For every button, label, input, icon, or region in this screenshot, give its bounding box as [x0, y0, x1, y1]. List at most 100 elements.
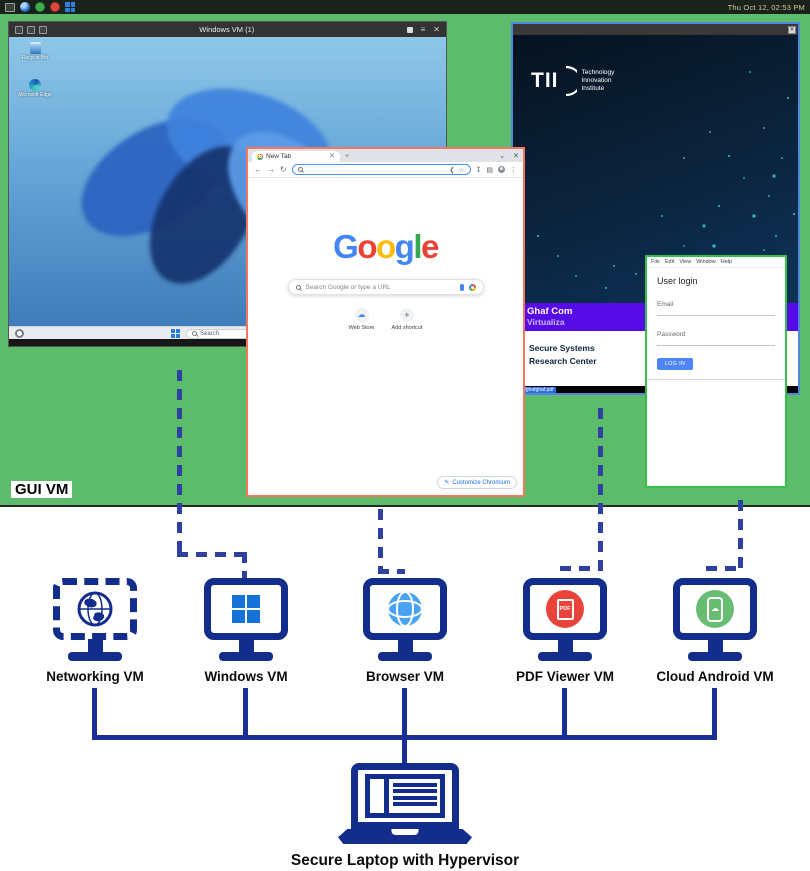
- vm-label: Cloud Android VM: [656, 669, 774, 684]
- org-line1: Secure Systems: [529, 343, 595, 353]
- bus-line-laptop: [402, 735, 407, 765]
- vm-node-windows: Windows VM: [176, 578, 316, 684]
- google-search-input[interactable]: Search Google or type a URL: [287, 279, 484, 295]
- address-bar[interactable]: ❮ ☆: [291, 164, 471, 175]
- password-label: Password: [657, 331, 686, 338]
- pdf-monitor-icon: PDF: [523, 578, 607, 640]
- start-button-icon[interactable]: [171, 329, 180, 338]
- windows-vm-toolbar-icons: [15, 25, 47, 34]
- bus-line-networking: [92, 688, 97, 737]
- tii-logo-arc: [565, 65, 577, 97]
- customize-chromium-button[interactable]: ✎ Customize Chromium: [437, 476, 517, 489]
- voice-search-icon[interactable]: [459, 283, 464, 291]
- shortcut-web-store[interactable]: ☁ Web Store: [349, 308, 375, 331]
- recycle-bin-label: Recycle Bin: [21, 55, 49, 61]
- vm-node-android: ☁ Cloud Android VM: [645, 578, 785, 684]
- edge-shortcut[interactable]: Microsoft Edge: [13, 79, 57, 98]
- side-panel-icon[interactable]: ▤: [486, 166, 493, 174]
- vm-display-icon[interactable]: [15, 25, 23, 34]
- hypervisor-laptop: Secure Laptop with Hypervisor: [285, 763, 525, 870]
- particles-decoration: [513, 35, 515, 37]
- google-lens-icon[interactable]: [468, 283, 476, 291]
- bus-line-windows: [243, 688, 248, 737]
- laptop-label: Secure Laptop with Hypervisor: [290, 852, 520, 869]
- vm-label: Networking VM: [46, 669, 144, 684]
- search-icon: [297, 167, 303, 172]
- google-letter: l: [413, 228, 422, 265]
- vm-node-browser: Browser VM: [335, 578, 475, 684]
- connector-pdfvm-dashed-h: [560, 566, 603, 571]
- menu-edit[interactable]: Edit: [664, 259, 675, 265]
- windows-vm-titlebar[interactable]: Windows VM (1) ≡ ✕: [9, 22, 446, 37]
- browser-toolbar: ← → ↻ ❮ ☆ ↧ ▤ ⋮: [248, 162, 523, 178]
- taskbar-edge-icon[interactable]: [15, 329, 24, 338]
- recycle-bin-icon: [29, 42, 41, 54]
- tab-title: New Tab: [266, 153, 292, 160]
- org-line2: Research Center: [529, 355, 597, 366]
- customize-label: Customize Chromium: [452, 479, 510, 486]
- pencil-icon: ✎: [444, 480, 450, 486]
- login-divider: [647, 379, 785, 380]
- menu-view[interactable]: View: [679, 259, 692, 265]
- bookmark-star-icon[interactable]: ☆: [458, 166, 465, 174]
- connector-windowsvm-dashed-v: [177, 370, 182, 555]
- laptop-icon: [351, 763, 459, 829]
- vm-keyboard-icon[interactable]: [27, 25, 35, 34]
- windows-vm-letterbox: [9, 339, 446, 346]
- reload-icon[interactable]: ↻: [280, 164, 287, 174]
- edge-label: Microsoft Edge: [18, 92, 52, 98]
- phone-icon: ☁: [707, 596, 723, 622]
- new-tab-icon[interactable]: +: [345, 153, 350, 160]
- back-icon[interactable]: ←: [254, 164, 262, 174]
- tii-caption-line1: Technology: [581, 69, 615, 77]
- google-letter: G: [333, 228, 359, 265]
- menu-window[interactable]: Window: [696, 259, 716, 265]
- chromium-favicon-icon: [257, 153, 263, 160]
- tii-logo-text: TII: [531, 69, 559, 92]
- tii-caption-line3: Institute: [581, 84, 605, 92]
- chromium-icon[interactable]: [20, 2, 30, 12]
- close-icon[interactable]: ✕: [433, 25, 440, 34]
- connector-androidvm-dashed-h: [706, 566, 743, 571]
- menu-file[interactable]: File: [651, 259, 660, 265]
- chevron-down-icon[interactable]: ⌄: [499, 153, 506, 160]
- close-icon[interactable]: ✕: [788, 25, 796, 34]
- profile-avatar-icon[interactable]: [498, 166, 505, 173]
- restore-icon[interactable]: [406, 26, 413, 33]
- pdf-viewer-titlebar[interactable]: ✕: [513, 24, 798, 35]
- tii-caption-line2: Innovation: [581, 77, 612, 85]
- tab-close-icon[interactable]: ✕: [329, 153, 335, 160]
- ghaf-banner-title: Ghaf Com: [527, 306, 573, 317]
- cloud-icon: ☁: [711, 604, 719, 613]
- recycle-bin-shortcut[interactable]: Recycle Bin: [13, 42, 57, 61]
- vm-settings-icon[interactable]: [39, 25, 47, 34]
- search-icon: [295, 284, 301, 290]
- chromium-window: New Tab ✕ + ⌄ ✕ ← → ↻ ❮ ☆ ↧ ▤: [246, 147, 525, 497]
- login-heading: User login: [657, 276, 698, 286]
- password-field[interactable]: [657, 345, 775, 346]
- pdf-app-icon[interactable]: [50, 2, 60, 12]
- shortcut-add[interactable]: + Add shortcut: [392, 308, 422, 331]
- windows-app-icon[interactable]: [65, 2, 75, 12]
- google-letter: o: [357, 228, 377, 265]
- download-icon[interactable]: ↧: [475, 166, 482, 174]
- tab-new-tab[interactable]: New Tab ✕: [252, 151, 340, 162]
- close-icon[interactable]: ✕: [513, 153, 519, 160]
- log-in-button[interactable]: LOG IN: [657, 358, 693, 370]
- tab-strip: New Tab ✕ + ⌄ ✕: [248, 149, 523, 162]
- kebab-menu-icon[interactable]: ⋮: [510, 166, 517, 174]
- terminal-icon[interactable]: [5, 2, 15, 12]
- google-letter: e: [421, 228, 439, 265]
- ntp-shortcuts: ☁ Web Store + Add shortcut: [349, 308, 422, 331]
- share-icon[interactable]: ❮: [449, 166, 455, 174]
- email-field[interactable]: [657, 315, 775, 316]
- add-shortcut-icon: +: [404, 309, 410, 320]
- top-bar-app-icons: [5, 2, 75, 12]
- clock[interactable]: Thu Oct 12, 02:53 PM: [727, 2, 805, 12]
- menu-icon[interactable]: ≡: [420, 25, 426, 34]
- google-logo: Google: [333, 228, 439, 265]
- menu-help[interactable]: Help: [720, 259, 733, 265]
- pdf-filename: ghafghafghaf.pdf: [514, 386, 556, 393]
- green-app-icon[interactable]: [35, 2, 45, 12]
- forward-icon[interactable]: →: [267, 164, 275, 174]
